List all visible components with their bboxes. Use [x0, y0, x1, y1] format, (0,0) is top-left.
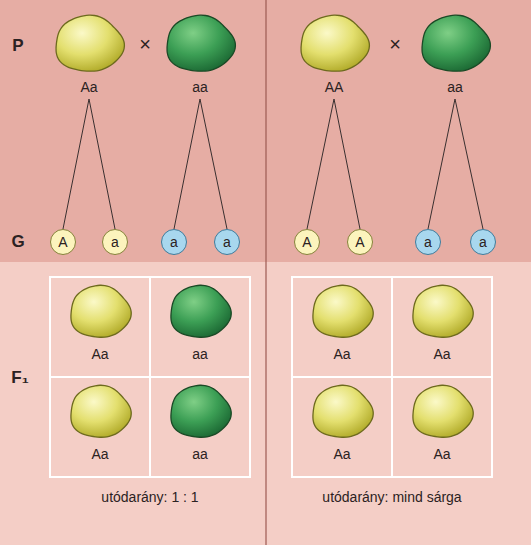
genotype-label: a	[424, 234, 432, 250]
offspring-cell: aa	[150, 377, 250, 477]
genotype-label: aa	[192, 345, 208, 363]
parent-pea: Aa	[51, 14, 127, 98]
pea-illustration	[50, 377, 150, 441]
gamete-circle: A	[347, 229, 373, 255]
pea-shape	[56, 15, 124, 71]
offspring-cell: aa	[150, 277, 250, 377]
genotype-label: A	[58, 234, 67, 250]
genotype-label: A	[302, 234, 311, 250]
gamete-circle: A	[50, 229, 76, 255]
genotype-label: Aa	[91, 445, 108, 463]
ratio-text: utódarány: mind sárga	[322, 489, 461, 505]
genotype-label: Aa	[333, 445, 350, 463]
gamete-circle: a	[214, 229, 240, 255]
offspring-cell: Aa	[392, 277, 492, 377]
offspring-cell: Aa	[292, 377, 392, 477]
pea-shape	[422, 15, 490, 71]
genotype-label: Aa	[333, 345, 350, 363]
genotype-label: aa	[447, 78, 463, 96]
genotype-label: Aa	[433, 345, 450, 363]
gamete-line	[200, 99, 227, 229]
gamete-line	[89, 99, 115, 229]
offspring-cell: Aa	[50, 377, 150, 477]
pea-illustration	[392, 277, 492, 341]
pea-illustration	[296, 14, 372, 75]
genotype-label: Aa	[91, 345, 108, 363]
pea-illustration	[162, 14, 238, 75]
pea-shape	[313, 285, 373, 337]
pea-shape	[171, 385, 231, 437]
parent-pea: aa	[162, 14, 238, 98]
punnett-grid	[50, 277, 492, 477]
pea-illustration	[292, 377, 392, 441]
pea-illustration	[150, 277, 250, 341]
pea-illustration	[392, 377, 492, 441]
genotype-label: aa	[192, 78, 208, 96]
pea-illustration	[150, 377, 250, 441]
gamete-line	[428, 99, 455, 229]
generation-label: G	[11, 232, 24, 252]
genotype-label: a	[111, 234, 119, 250]
gamete-line	[455, 99, 483, 229]
divider	[265, 0, 266, 545]
pea-shape	[413, 285, 473, 337]
offspring-cell: Aa	[292, 277, 392, 377]
pea-shape	[313, 385, 373, 437]
genotype-label: AA	[325, 78, 344, 96]
gamete-line	[174, 99, 200, 229]
genotype-label: Aa	[80, 78, 97, 96]
pea-shape	[71, 385, 131, 437]
gamete-line	[63, 99, 89, 229]
genotype-label: aa	[192, 445, 208, 463]
gamete-circle: a	[161, 229, 187, 255]
pea-illustration	[292, 277, 392, 341]
pea-shape	[171, 285, 231, 337]
gamete-circle: a	[102, 229, 128, 255]
ratio-text: utódarány: 1 : 1	[101, 489, 198, 505]
offspring-cell: Aa	[392, 377, 492, 477]
pea-illustration	[50, 277, 150, 341]
generation-label: P	[12, 36, 23, 56]
cross-sign: ×	[389, 33, 401, 56]
genotype-label: a	[170, 234, 178, 250]
generation-label: F₁	[11, 368, 28, 388]
offspring-cell: Aa	[50, 277, 150, 377]
pea-shape	[71, 285, 131, 337]
parent-pea: aa	[417, 14, 493, 98]
gamete-circle: a	[470, 229, 496, 255]
genotype-label: a	[479, 234, 487, 250]
pea-shape	[301, 15, 369, 71]
cross-sign: ×	[139, 33, 151, 56]
pea-illustration	[417, 14, 493, 75]
parent-pea: AA	[296, 14, 372, 98]
pea-shape	[413, 385, 473, 437]
pea-illustration	[51, 14, 127, 75]
gamete-circle: A	[294, 229, 320, 255]
genotype-label: a	[223, 234, 231, 250]
gamete-circle: a	[415, 229, 441, 255]
genotype-label: Aa	[433, 445, 450, 463]
pea-shape	[167, 15, 235, 71]
gamete-line	[307, 99, 334, 229]
genotype-label: A	[355, 234, 364, 250]
gamete-line	[334, 99, 360, 229]
